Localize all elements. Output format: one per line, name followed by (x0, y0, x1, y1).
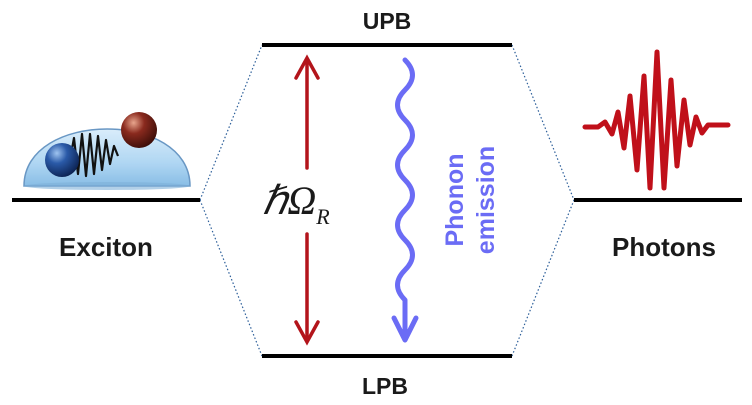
phonon-emission-line1: Phonon (441, 153, 469, 246)
photon-wavepacket-icon (582, 49, 731, 191)
upb-label: UPB (363, 8, 412, 34)
photons-label: Photons (612, 232, 716, 262)
rabi-splitting-arrow (294, 54, 320, 346)
lpb-label: LPB (362, 373, 408, 399)
exciton-label: Exciton (59, 232, 153, 262)
connector-lines (199, 44, 575, 357)
exciton-spheres-icon (23, 112, 191, 190)
phonon-emission-line2: emission (472, 146, 500, 254)
rabi-splitting-symbol: ℏΩR (262, 178, 330, 229)
phonon-emission-arrow (391, 57, 419, 343)
